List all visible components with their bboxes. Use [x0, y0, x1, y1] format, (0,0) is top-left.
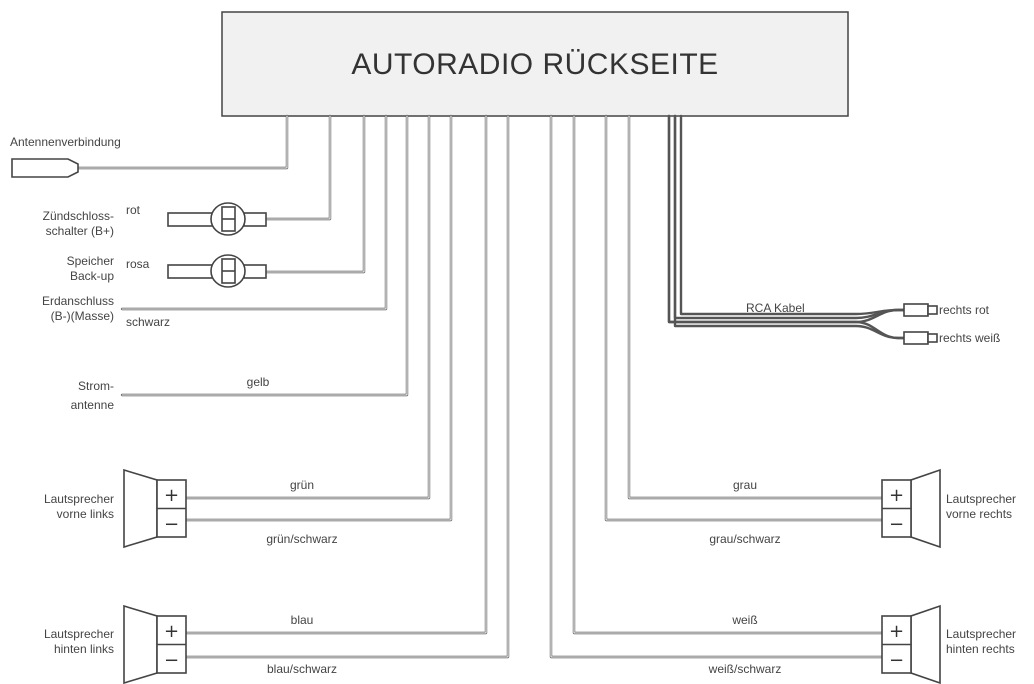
ground-label-line2: (B-)(Masse) [51, 309, 114, 323]
front-left-minus-color: grün/schwarz [266, 532, 337, 546]
speaker-front-left-label-line1: Lautsprecher [44, 492, 114, 506]
speaker-rear-left-icon [123, 604, 187, 684]
rca-right-white-label: rechts weiß [939, 331, 1000, 345]
power-antenna-wire-color: gelb [247, 375, 270, 389]
front-right-minus-wire [604, 114, 884, 522]
radio-unit-box [221, 11, 849, 117]
front-right-plus-wire [627, 114, 884, 500]
rear-right-minus-wire [549, 114, 884, 659]
memory-wire [264, 114, 366, 274]
rear-left-minus-color: blau/schwarz [267, 662, 337, 676]
speaker-rear-right-minus: − [889, 650, 904, 671]
memory-label-line1: Speicher [67, 254, 114, 268]
ignition-fuse-icon [210, 202, 246, 236]
front-left-minus-wire [184, 114, 453, 522]
speaker-front-right-icon [881, 468, 941, 549]
speaker-front-right-label-line1: Lautsprecher [946, 492, 1016, 506]
memory-inline-left [167, 264, 214, 279]
antenna-wire [74, 114, 289, 170]
ground-label-line1: Erdanschluss [42, 294, 114, 308]
rear-left-minus-wire [184, 114, 510, 659]
ignition-label-line2: schalter (B+) [46, 224, 114, 238]
front-left-plus-wire [184, 114, 431, 500]
speaker-front-right-minus: − [889, 514, 904, 535]
ignition-wire-color: rot [126, 203, 141, 217]
speaker-rear-left-label-line1: Lautsprecher [44, 627, 114, 641]
speaker-rear-right-plus: + [889, 621, 904, 642]
memory-label-line2: Back-up [70, 269, 114, 283]
rear-left-plus-color: blau [291, 613, 314, 627]
rca-cable [667, 114, 906, 340]
speaker-front-right-plus: + [889, 485, 904, 506]
memory-inline-right [243, 264, 267, 279]
ignition-wire [264, 114, 332, 221]
rca-plug-white [903, 331, 938, 345]
speaker-rear-right-label-line1: Lautsprecher [946, 627, 1016, 641]
rca-plug-red [903, 303, 938, 317]
power-antenna-label-line1: Strom- [78, 379, 114, 393]
speaker-front-left-minus: − [164, 514, 179, 535]
power-antenna-wire [120, 114, 409, 397]
antenna-label: Antennenverbindung [10, 135, 121, 149]
speaker-rear-right-icon [881, 604, 941, 684]
speaker-front-left-plus: + [164, 485, 179, 506]
memory-fuse-icon [210, 254, 246, 288]
speaker-rear-right-label-line2: hinten rechts [946, 642, 1015, 656]
ignition-label-line1: Zündschloss- [43, 209, 114, 223]
rca-cable-label: RCA Kabel [746, 301, 805, 315]
rear-left-plus-wire [184, 114, 488, 635]
antenna-plug [11, 158, 79, 178]
diagram-title: AUTORADIO RÜCKSEITE [351, 48, 718, 81]
speaker-rear-left-plus: + [164, 621, 179, 642]
memory-wire-color: rosa [126, 257, 150, 271]
front-left-plus-color: grün [290, 478, 314, 492]
front-right-plus-color: grau [733, 478, 757, 492]
ground-wire-color: schwarz [126, 315, 170, 329]
ground-wire [120, 114, 388, 311]
rear-right-plus-wire [572, 114, 884, 635]
speaker-front-left-label-line2: vorne links [57, 507, 114, 521]
front-right-minus-color: grau/schwarz [709, 532, 780, 546]
speaker-front-right-label-line2: vorne rechts [946, 507, 1012, 521]
rca-right-red-label: rechts rot [939, 303, 990, 317]
power-antenna-label-line2: antenne [71, 398, 115, 412]
ignition-inline-right [243, 212, 267, 227]
ignition-inline-left [167, 212, 214, 227]
rear-right-minus-color: weiß/schwarz [708, 662, 782, 676]
speaker-rear-left-minus: − [164, 650, 179, 671]
rear-right-plus-color: weiß [731, 613, 757, 627]
speaker-rear-left-label-line2: hinten links [54, 642, 114, 656]
speaker-front-left-icon [123, 468, 187, 549]
